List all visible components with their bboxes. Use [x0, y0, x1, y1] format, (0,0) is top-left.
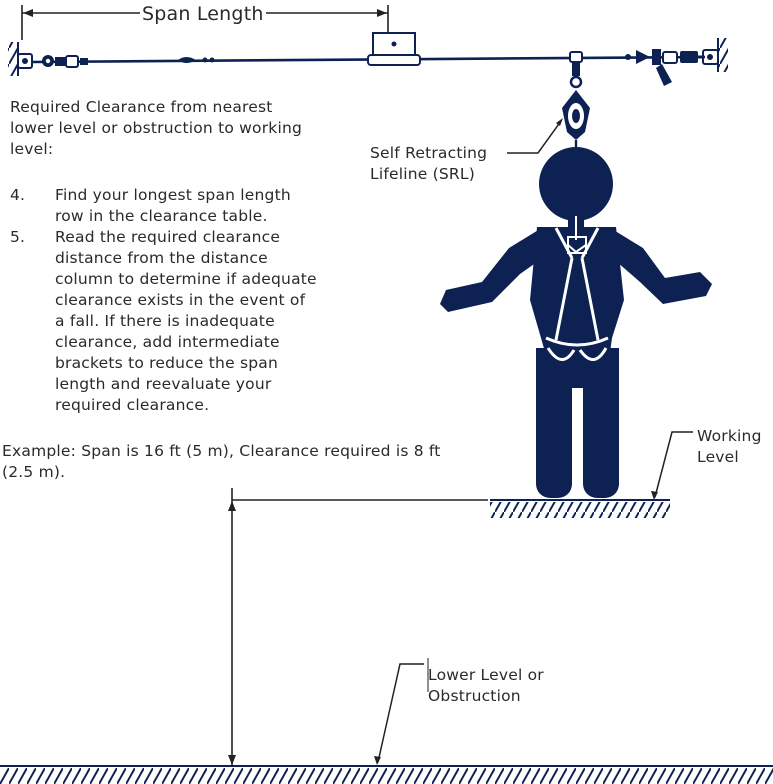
step-text: Read the required clearance distance fro… — [55, 228, 317, 414]
clearance-intro-text: Required Clearance from nearest lower le… — [10, 98, 303, 158]
lower-level-label: Lower Level or Obstruction — [428, 666, 544, 705]
example-text: Example: Span is 16 ft (5 m), Clearance … — [2, 442, 441, 481]
lower-level-ground — [0, 658, 773, 784]
step-number: 5. — [10, 228, 26, 246]
instruction-steps: 4. Find your longest span length row in … — [10, 185, 340, 416]
clearance-dimension — [228, 488, 488, 766]
left-wall-anchor — [8, 42, 33, 76]
step-text: Find your longest span length row in the… — [55, 186, 291, 225]
right-wall-anchor — [702, 38, 728, 72]
srl-leader-line — [507, 120, 562, 154]
horizontal-lifeline — [31, 32, 706, 86]
step-number: 4. — [10, 186, 26, 204]
working-level-ground — [490, 431, 693, 518]
span-length-label: Span Length — [140, 2, 266, 26]
step-item: 5. Read the required clearance distance … — [10, 227, 340, 416]
step-item: 4. Find your longest span length row in … — [10, 185, 340, 227]
srl-device — [562, 51, 590, 156]
working-level-label: Working Level — [697, 427, 762, 466]
srl-label: Self Retracting Lifeline (SRL) — [370, 144, 488, 183]
worker-figure — [440, 147, 712, 498]
